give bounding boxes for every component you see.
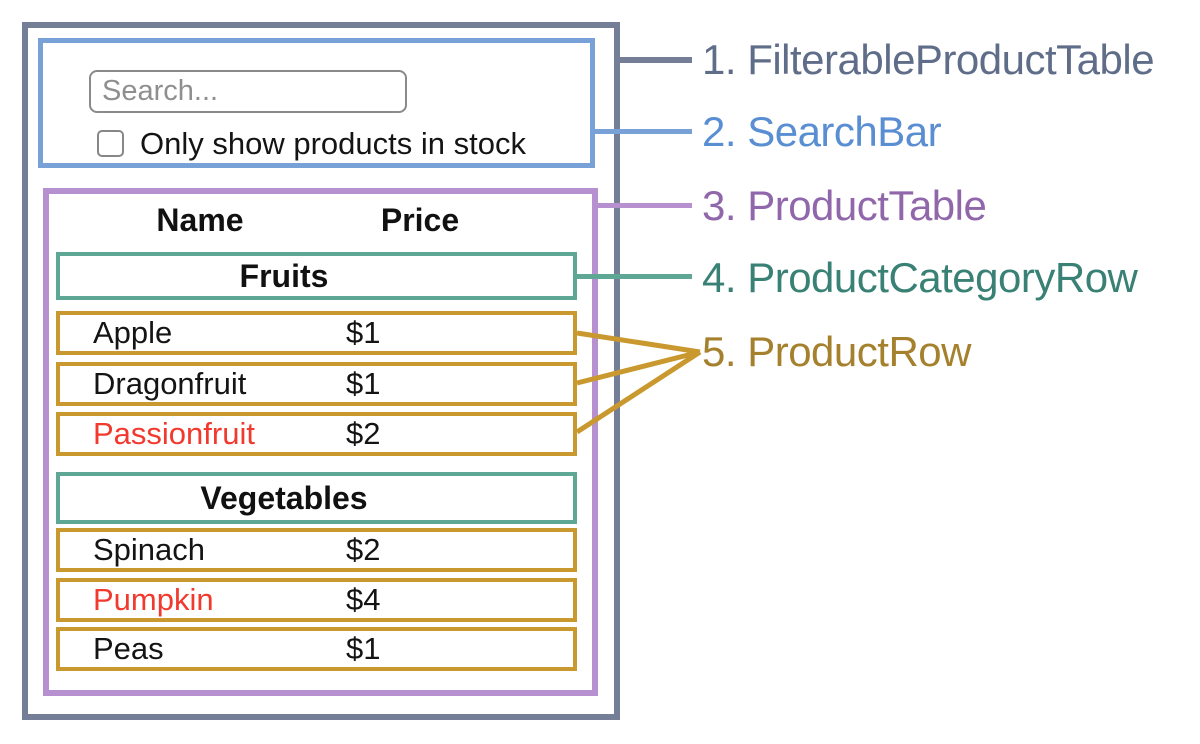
column-header-price: Price xyxy=(380,202,460,238)
product-name-cell: Peas xyxy=(93,631,164,666)
product-row-peas: Peas $1 xyxy=(56,627,577,671)
category-row-fruits: Fruits xyxy=(56,252,577,300)
product-price-cell: $4 xyxy=(346,582,381,617)
connector-product-category-row-line xyxy=(573,274,692,279)
product-name-cell: Spinach xyxy=(93,532,206,567)
product-price-cell: $1 xyxy=(346,315,381,350)
product-price-cell: $2 xyxy=(346,416,381,451)
connector-search-bar-line xyxy=(591,129,692,134)
legend-search-bar: 2. SearchBar xyxy=(702,108,942,155)
column-header-name: Name xyxy=(156,202,244,238)
connector-product-table-line xyxy=(593,203,692,208)
legend-product-table: 3. ProductTable xyxy=(702,182,987,229)
search-input[interactable] xyxy=(89,70,407,113)
in-stock-checkbox[interactable] xyxy=(97,130,124,157)
category-label: Fruits xyxy=(239,257,329,294)
product-name-cell: Pumpkin xyxy=(93,582,214,617)
product-row-pumpkin: Pumpkin $4 xyxy=(56,578,577,622)
product-name-cell: Apple xyxy=(93,315,173,350)
category-label: Vegetables xyxy=(200,479,368,516)
product-price-cell: $1 xyxy=(346,366,381,401)
category-row-vegetables: Vegetables xyxy=(56,472,577,524)
product-row-spinach: Spinach $2 xyxy=(56,528,577,572)
product-row-dragonfruit: Dragonfruit $1 xyxy=(56,362,577,406)
product-name-cell: Dragonfruit xyxy=(93,366,247,401)
product-price-cell: $1 xyxy=(346,631,381,666)
connector-filterable-product-table-line xyxy=(614,57,692,63)
connector-product-row-lines xyxy=(575,330,702,435)
product-row-passionfruit: Passionfruit $2 xyxy=(56,412,577,456)
product-price-cell: $2 xyxy=(346,532,381,567)
legend-filterable-product-table: 1. FilterableProductTable xyxy=(702,36,1155,83)
product-row-apple: Apple $1 xyxy=(56,311,577,355)
in-stock-checkbox-label[interactable]: Only show products in stock xyxy=(140,126,526,161)
legend-product-category-row: 4. ProductCategoryRow xyxy=(702,254,1138,301)
legend-product-row: 5. ProductRow xyxy=(702,328,971,375)
product-name-cell: Passionfruit xyxy=(93,416,255,451)
